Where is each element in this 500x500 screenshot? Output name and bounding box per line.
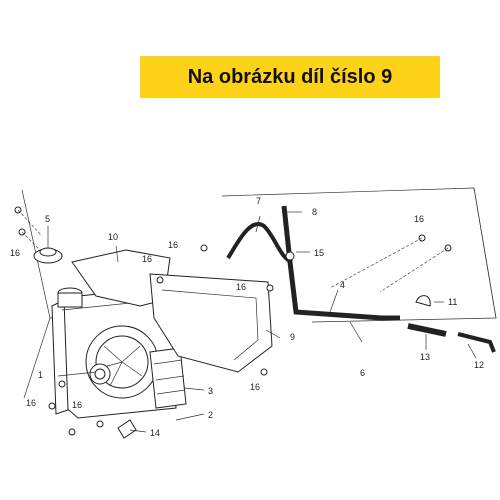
callout-9: 9 [290, 332, 295, 342]
callout-16g: 16 [72, 400, 82, 410]
callout-16a: 16 [10, 248, 20, 258]
bolt-group [14, 206, 452, 436]
callout-16f: 16 [26, 398, 36, 408]
pipe-12 [457, 332, 496, 353]
clamp-15 [285, 251, 295, 261]
hose-13 [407, 323, 447, 337]
side-tank [149, 347, 187, 409]
callout-3: 3 [208, 386, 213, 396]
callout-16e: 16 [250, 382, 260, 392]
right-frame-line [473, 187, 497, 319]
hose-7 [226, 222, 293, 264]
callout-10: 10 [108, 232, 118, 242]
callout-6: 6 [360, 368, 365, 378]
callout-11: 11 [448, 297, 457, 307]
banner-text: Na obrázku díl číslo 9 [187, 65, 393, 88]
callout-8: 8 [312, 207, 317, 217]
callout-16d: 16 [236, 282, 246, 292]
callout-15: 15 [314, 248, 324, 258]
title-banner: Na obrázku díl číslo 9 [140, 56, 440, 98]
clamp-11 [415, 295, 431, 307]
filler-neck [57, 287, 83, 308]
callout-16h: 16 [414, 214, 424, 224]
sensor-14 [117, 419, 137, 439]
callout-13: 13 [420, 352, 430, 362]
ref-line [17, 209, 449, 293]
callout-4: 4 [340, 280, 345, 290]
radiator-cap [33, 247, 63, 264]
callout-7: 7 [256, 196, 261, 206]
leader-lines [47, 211, 477, 433]
callout-14: 14 [150, 428, 160, 438]
callout-2: 2 [208, 410, 213, 420]
callout-5: 5 [45, 214, 50, 224]
pipe-4 [287, 261, 400, 321]
shroud-part-9 [149, 273, 273, 373]
fan-assembly [85, 325, 159, 399]
callout-1: 1 [38, 370, 43, 380]
callout-16c: 16 [142, 254, 152, 264]
callout-16b: 16 [168, 240, 178, 250]
callout-12: 12 [474, 360, 484, 370]
